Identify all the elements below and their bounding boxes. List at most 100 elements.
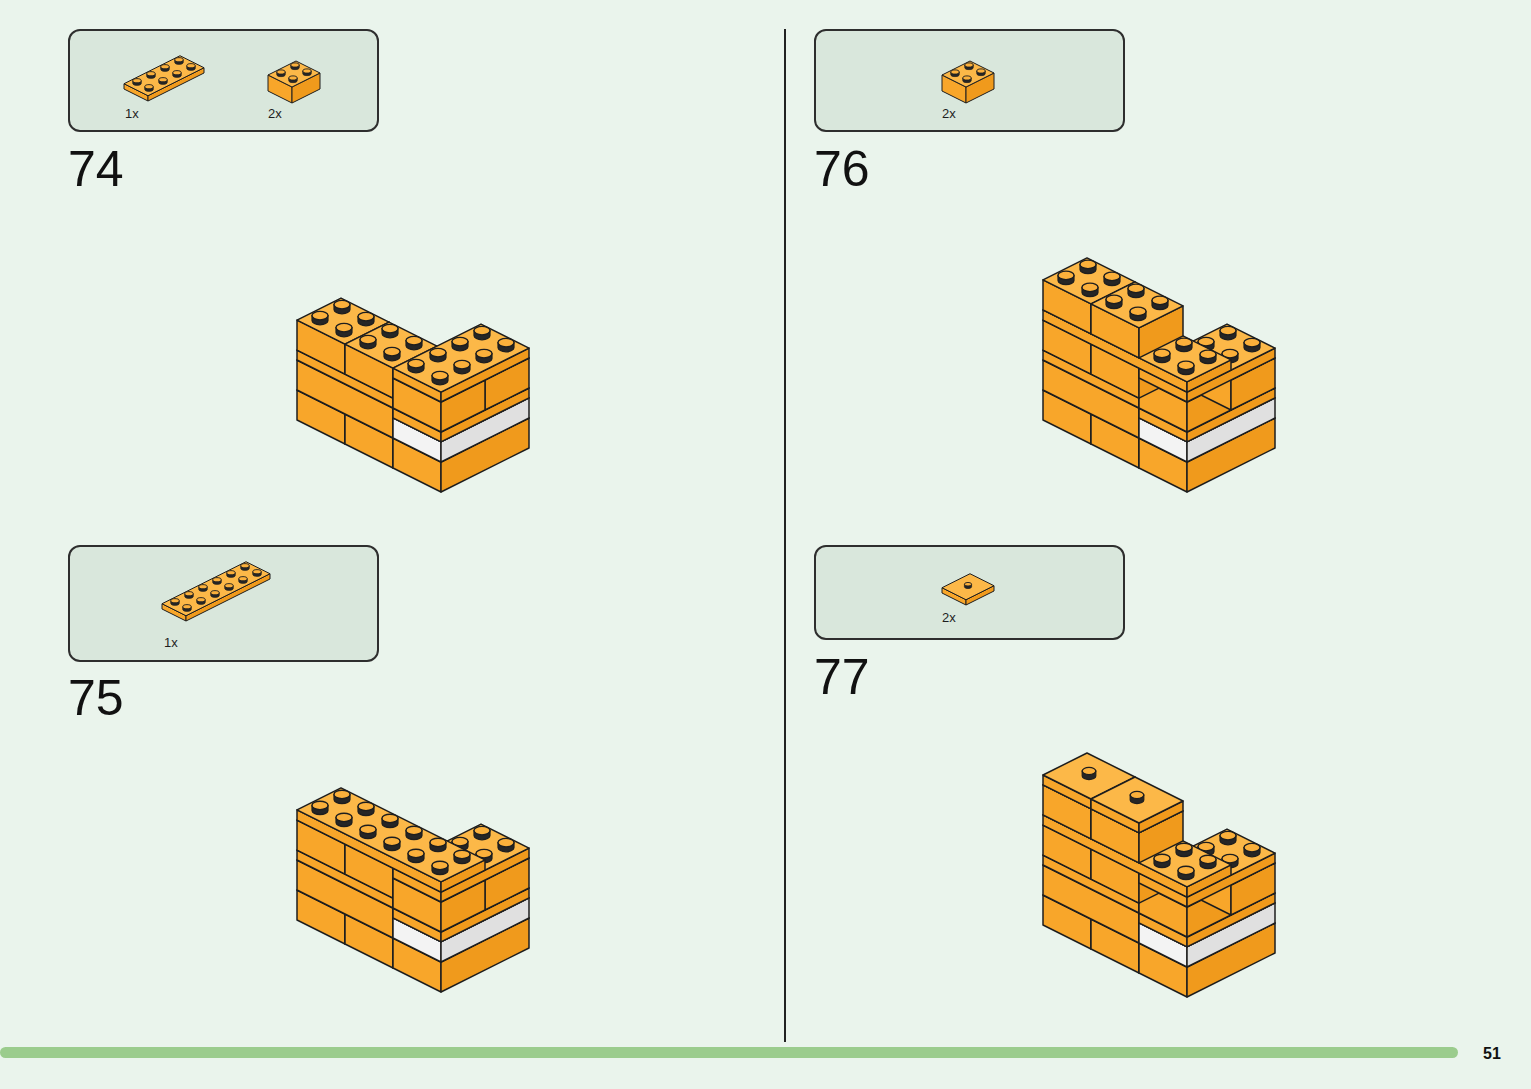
stud-top	[1244, 843, 1260, 851]
stud-top	[382, 814, 398, 822]
label-slot: 76	[814, 144, 870, 194]
quantity-slot: 1x	[164, 633, 178, 651]
stud-top	[430, 838, 446, 846]
stud-top	[1154, 854, 1170, 862]
stud-top	[241, 564, 249, 568]
stud-top	[334, 300, 350, 308]
stud-top	[408, 849, 424, 857]
stud-top	[1106, 295, 1122, 303]
quantity-slot: 1x	[125, 104, 139, 122]
part	[942, 61, 994, 103]
stud-top	[951, 70, 959, 74]
stud-top	[1128, 284, 1144, 292]
stud-top	[213, 578, 221, 582]
part-illustration	[70, 547, 381, 664]
brick-face	[1043, 258, 1135, 304]
part-quantity: 1x	[164, 635, 178, 650]
brick-face	[268, 61, 320, 87]
stud-top	[498, 338, 514, 346]
stud-top	[384, 347, 400, 355]
stud-top	[187, 64, 195, 68]
step-number: 77	[814, 649, 870, 705]
stud-top	[253, 570, 261, 574]
brick-face	[942, 574, 994, 600]
label-slot: 75	[68, 673, 124, 723]
stud-top	[239, 577, 247, 581]
brick-face	[297, 788, 485, 882]
brick-face	[393, 324, 529, 392]
stud-top	[1176, 843, 1192, 851]
stud-top	[1200, 350, 1216, 358]
stud-top	[432, 861, 448, 869]
stud-top	[1178, 866, 1194, 874]
progress-bar	[0, 1047, 1458, 1058]
part	[942, 574, 994, 605]
part-quantity: 2x	[268, 106, 282, 121]
stud-top	[452, 337, 468, 345]
brick-face	[124, 56, 204, 96]
stud-top	[289, 76, 297, 80]
stud-top	[408, 359, 424, 367]
stud-top	[1130, 307, 1146, 315]
brick-face	[1091, 282, 1183, 328]
stud-top	[175, 58, 183, 62]
build-model	[1043, 258, 1275, 492]
stud-top	[336, 323, 352, 331]
stud-top	[977, 69, 985, 73]
step-number: 75	[68, 670, 124, 726]
stud-top	[498, 838, 514, 846]
stud-top	[406, 336, 422, 344]
build-model	[1043, 753, 1275, 997]
stud-top	[474, 826, 490, 834]
stud-top	[1220, 326, 1236, 334]
label-slot: 77	[814, 652, 870, 702]
part	[162, 562, 270, 621]
stud-top	[432, 371, 448, 379]
part-illustration	[70, 31, 381, 134]
stud-top	[1082, 767, 1096, 774]
stud-top	[1058, 271, 1074, 279]
stud-top	[964, 582, 971, 586]
part-quantity: 2x	[942, 610, 956, 625]
stud-top	[185, 592, 193, 596]
stud-top	[1152, 296, 1168, 304]
stud-top	[277, 70, 285, 74]
quantity-slot: 2x	[942, 104, 956, 122]
stud-top	[1200, 855, 1216, 863]
parts-callout: 2x	[814, 545, 1125, 640]
stud-top	[963, 76, 971, 80]
parts-callout: 1x 2x	[68, 29, 379, 132]
parts-callout: 1x	[68, 545, 379, 662]
stud-top	[360, 825, 376, 833]
stud-top	[312, 801, 328, 809]
step-number: 76	[814, 141, 870, 197]
stud-top	[358, 312, 374, 320]
step-number: 74	[68, 141, 124, 197]
brick-face	[297, 298, 389, 344]
part-quantity: 2x	[942, 106, 956, 121]
stud-top	[171, 599, 179, 603]
stud-top	[1176, 338, 1192, 346]
stud-top	[211, 591, 219, 595]
parts-callout: 2x	[814, 29, 1125, 132]
column-divider	[784, 29, 786, 1042]
stud-top	[1178, 361, 1194, 369]
stud-top	[183, 605, 191, 609]
stud-top	[145, 85, 153, 89]
stud-top	[384, 837, 400, 845]
stud-top	[173, 71, 181, 75]
build-model	[297, 788, 529, 992]
stud-top	[159, 78, 167, 82]
stud-top	[225, 584, 233, 588]
brick-face	[345, 322, 437, 368]
label-slot: 74	[68, 144, 124, 194]
stud-top	[1220, 831, 1236, 839]
label-slot: 51	[1483, 1045, 1501, 1063]
stud-top	[334, 790, 350, 798]
quantity-slot: 2x	[268, 104, 282, 122]
stud-top	[161, 65, 169, 69]
part-illustration	[816, 547, 1127, 642]
stud-top	[474, 326, 490, 334]
stud-top	[303, 69, 311, 73]
brick-face	[393, 824, 529, 892]
